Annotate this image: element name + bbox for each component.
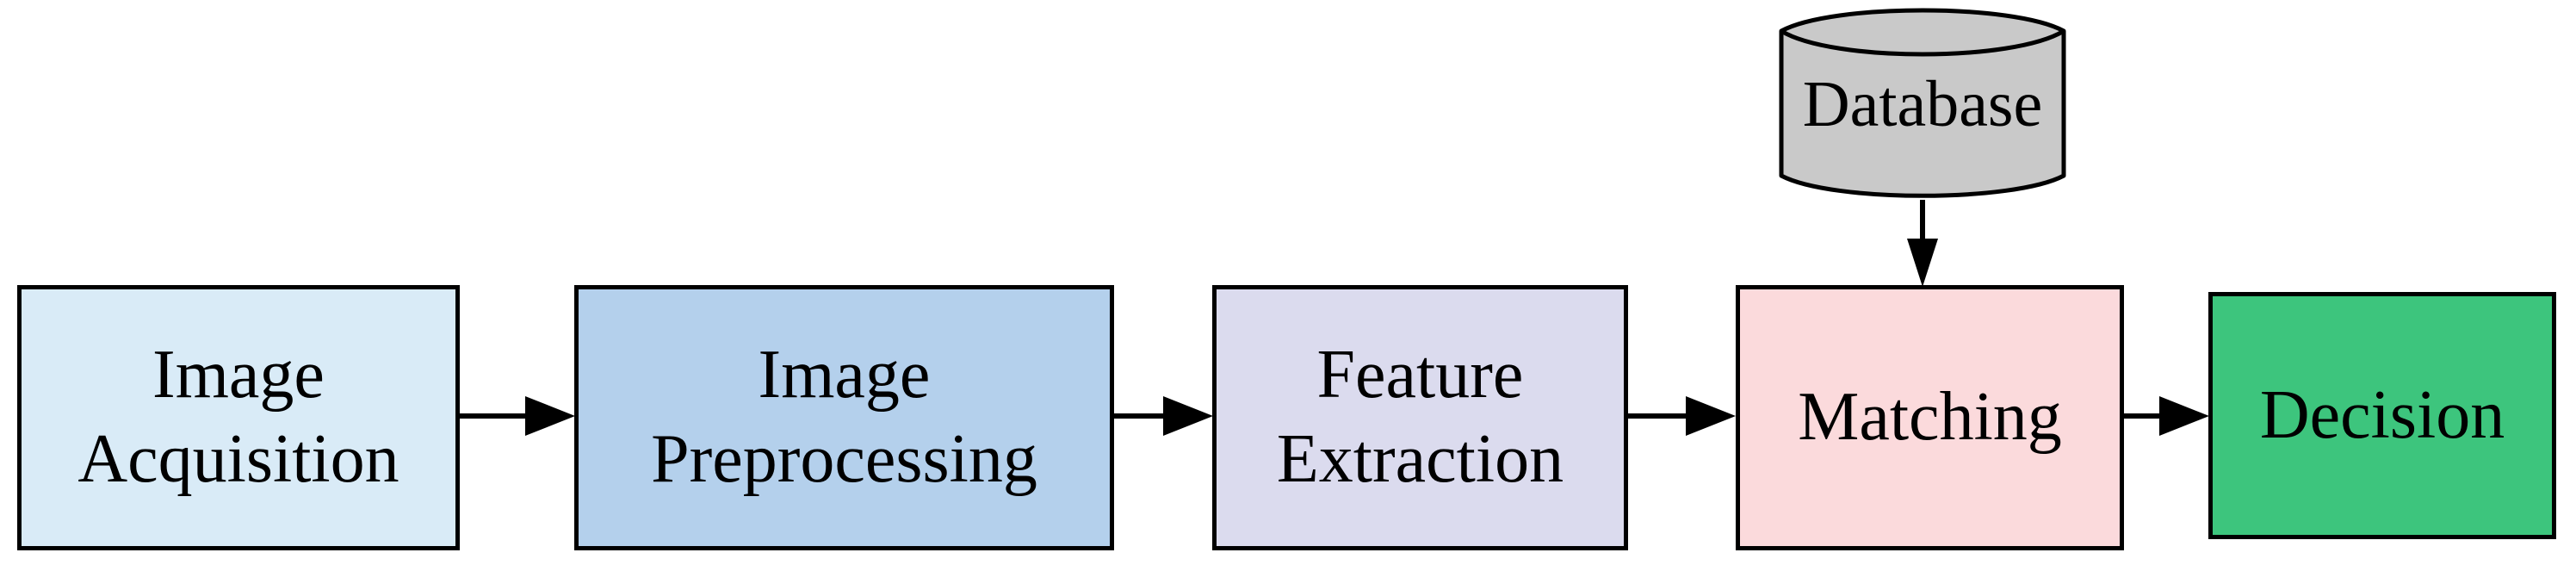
node-label-line: Image (758, 337, 931, 413)
node-label-line: Extraction (1276, 421, 1564, 497)
arrowhead-down-icon (1907, 239, 1938, 287)
database-cylinder-icon (1779, 8, 2066, 198)
node-decision: Decision (2208, 292, 2556, 539)
node-label-line: Matching (1798, 379, 2062, 456)
node-label-line: Acquisition (77, 421, 399, 497)
node-label-line: Feature (1316, 337, 1524, 413)
database-cylinder-top-arc (1780, 28, 2065, 57)
database-cylinder-body (1779, 8, 2066, 198)
node-image-preprocessing: Image Preprocessing (574, 285, 1114, 550)
arrowhead-right-icon (1163, 396, 1213, 436)
node-feature-extraction: Feature Extraction (1212, 285, 1628, 550)
node-matching: Matching (1736, 285, 2124, 550)
node-label-line: Image (152, 337, 325, 413)
arrow-line (1920, 200, 1925, 241)
arrow-line (1626, 413, 1688, 419)
arrow-line (458, 413, 529, 419)
arrowhead-right-icon (1686, 396, 1736, 436)
arrow-line (1112, 413, 1166, 419)
node-image-acquisition: Image Acquisition (17, 285, 460, 550)
arrow-line (2122, 413, 2162, 419)
arrowhead-right-icon (2159, 396, 2209, 436)
node-label-line: Decision (2259, 376, 2505, 453)
arrowhead-right-icon (525, 396, 575, 436)
database-label: Database (1802, 67, 2043, 140)
node-label-line: Preprocessing (651, 421, 1037, 497)
